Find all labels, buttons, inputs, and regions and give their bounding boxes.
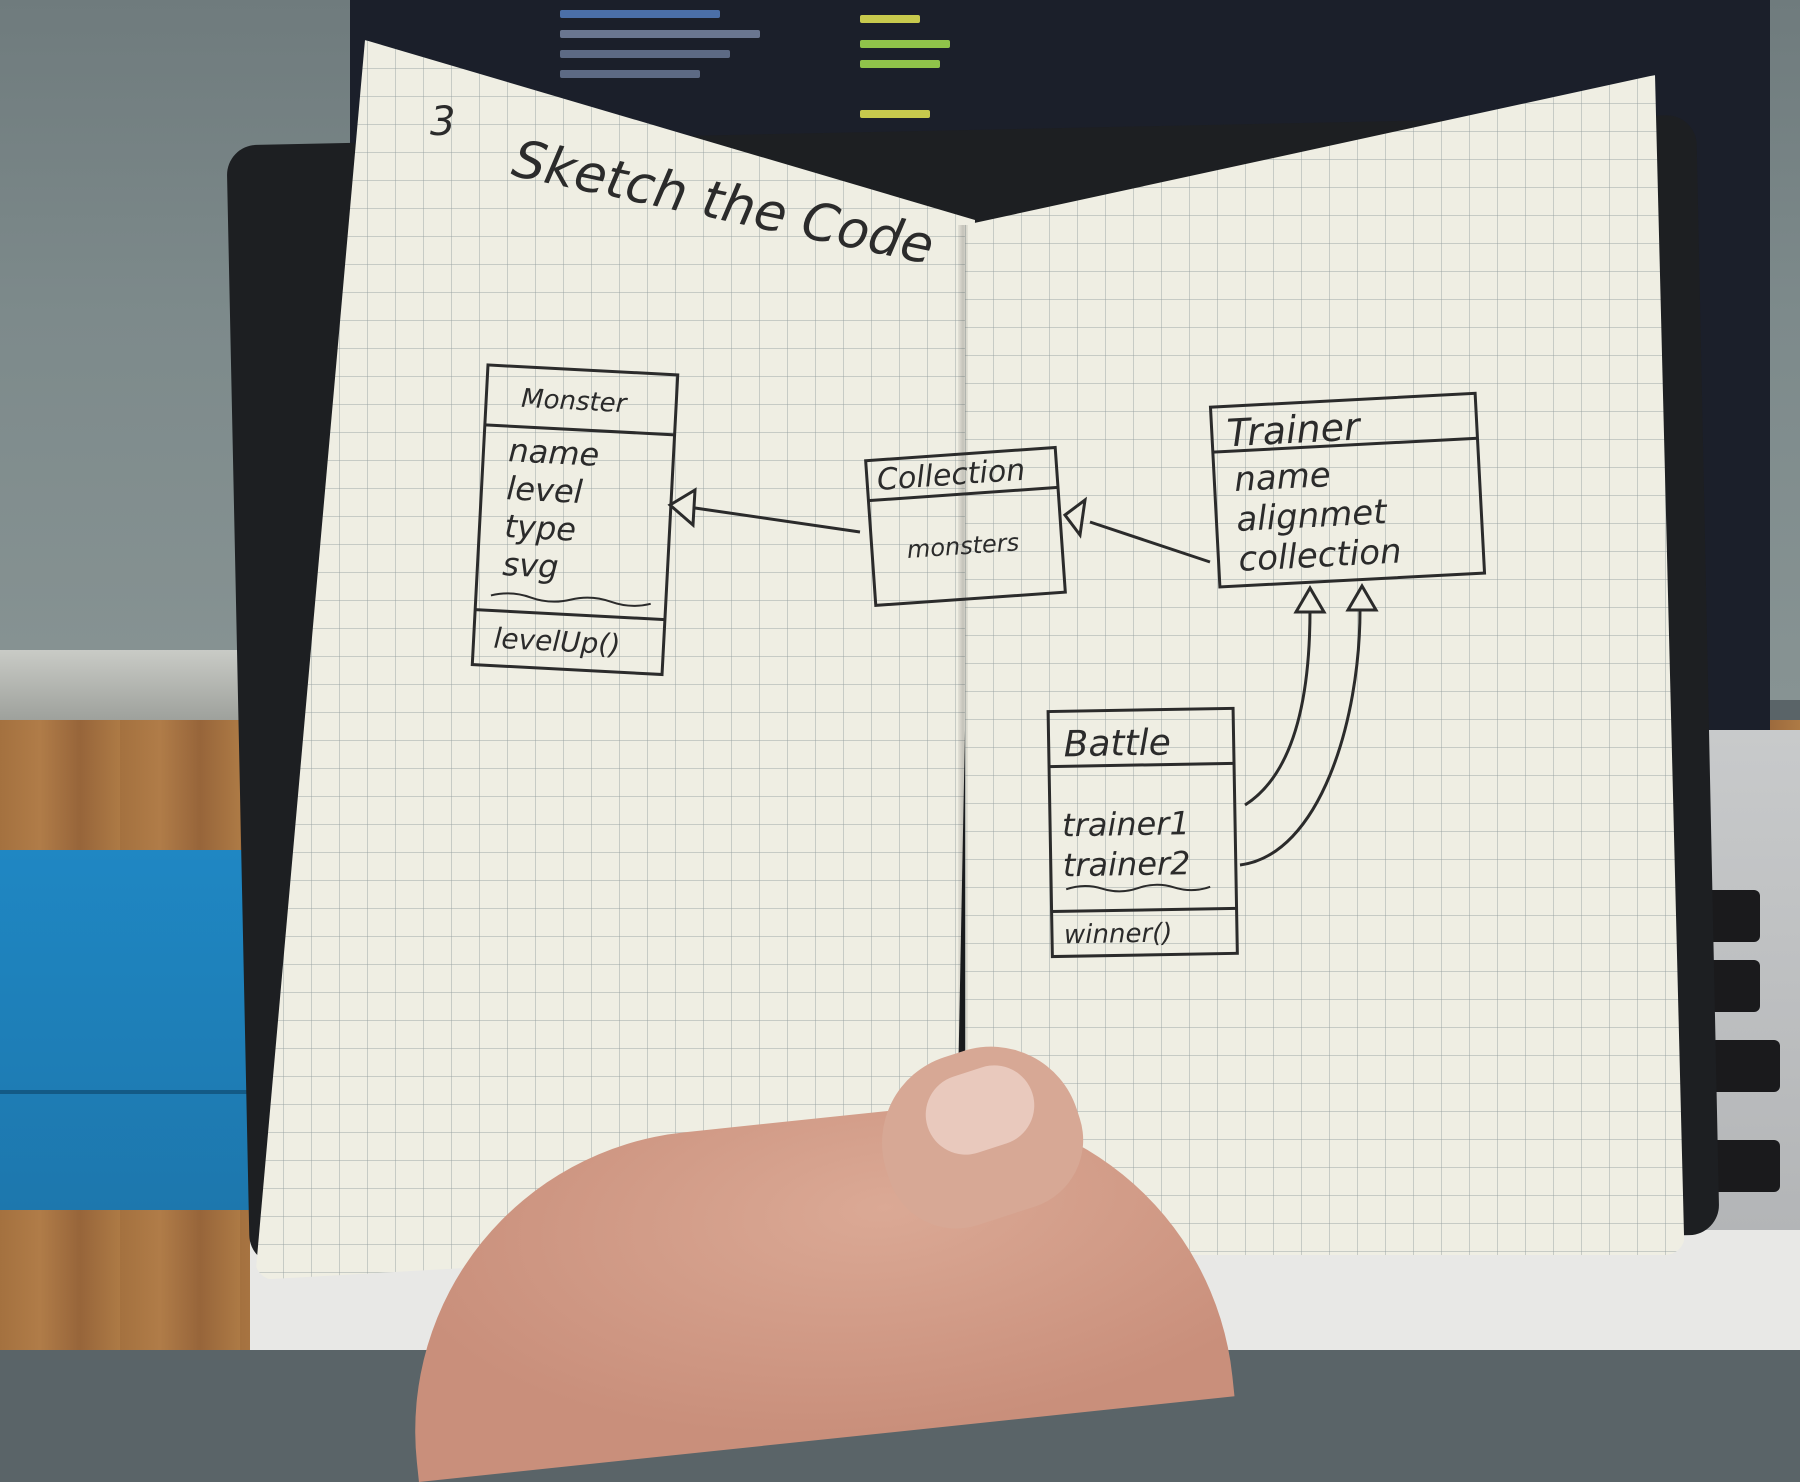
battle-attr-trainer1: trainer1 bbox=[1062, 804, 1190, 844]
battle-class-box: Battle trainer1 trainer2 winner() bbox=[1048, 708, 1237, 956]
monster-attr-level: level bbox=[506, 469, 584, 511]
trainer-class-box: Trainer name alignmet collection bbox=[1210, 393, 1484, 587]
collection-attr-monsters: monsters bbox=[906, 528, 1020, 564]
arrow-battle-trainer1 bbox=[1245, 588, 1324, 805]
monster-method-levelup: levelUp() bbox=[493, 622, 621, 662]
arrow-battle-trainer2 bbox=[1240, 586, 1376, 865]
monster-attr-svg: svg bbox=[502, 545, 560, 586]
page-number: 3 bbox=[430, 99, 455, 145]
battle-attr-trainer2: trainer2 bbox=[1062, 844, 1190, 884]
collection-class-box: Collection monsters bbox=[866, 447, 1066, 605]
trainer-attr-collection: collection bbox=[1237, 531, 1402, 579]
monster-attr-type: type bbox=[504, 507, 577, 549]
battle-class-name: Battle bbox=[1063, 722, 1171, 765]
trainer-class-name: Trainer bbox=[1226, 404, 1363, 455]
monster-class-name: Monster bbox=[520, 384, 629, 420]
monster-class-box: Monster name level type svg levelUp() bbox=[472, 365, 677, 675]
monster-attr-name: name bbox=[508, 431, 601, 474]
arrow-trainer-to-collection bbox=[1065, 500, 1210, 562]
trainer-attr-name: name bbox=[1233, 455, 1331, 500]
battle-method-winner: winner() bbox=[1064, 918, 1173, 950]
page-title: Sketch the Code bbox=[507, 129, 939, 277]
arrow-collection-to-monster bbox=[670, 490, 860, 532]
